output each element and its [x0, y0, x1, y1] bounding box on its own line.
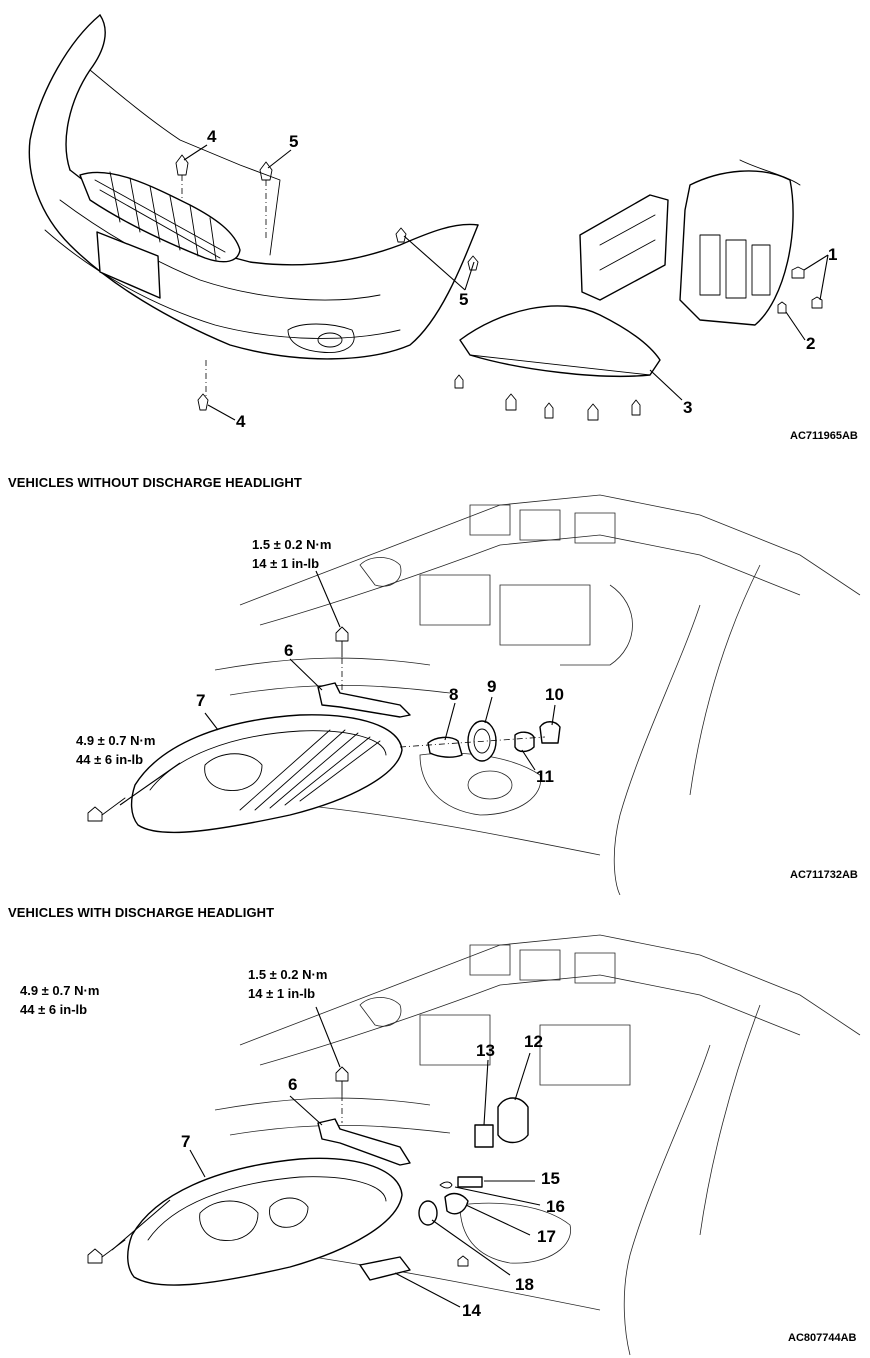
- callout-17: 17: [537, 1227, 556, 1246]
- callout-14: 14: [462, 1301, 481, 1320]
- torque-upper-imperial: 14 ± 1 in-lb: [248, 986, 316, 1001]
- callout-16: 16: [546, 1197, 565, 1216]
- torque-lower-imperial: 44 ± 6 in-lb: [20, 1002, 88, 1017]
- callout-1: 1: [828, 245, 838, 264]
- callout-15: 15: [541, 1169, 560, 1188]
- headlight-discharge-view: VEHICLES WITH DISCHARGE HEADLIGHT: [0, 895, 870, 1358]
- torque-upper-metric: 1.5 ± 0.2 N·m: [252, 537, 332, 552]
- headlight-discharge-illustration: [87, 934, 861, 1356]
- torque-upper-metric: 1.5 ± 0.2 N·m: [248, 967, 328, 982]
- callout-5-top: 5: [289, 132, 299, 151]
- callout-5-side: 5: [459, 290, 469, 309]
- callout-4-bottom: 4: [236, 412, 246, 431]
- torque-spec-lower: 4.9 ± 0.7 N·m 44 ± 6 in-lb: [76, 731, 155, 769]
- headlight-halogen-view: VEHICLES WITHOUT DISCHARGE HEADLIGHT: [0, 465, 870, 895]
- figure-code: AC711732AB: [790, 869, 858, 881]
- torque-spec-upper: 1.5 ± 0.2 N·m 14 ± 1 in-lb: [248, 965, 327, 1003]
- callout-10: 10: [545, 685, 564, 704]
- figure-code: AC711965AB: [790, 430, 858, 442]
- torque-spec-lower: 4.9 ± 0.7 N·m 44 ± 6 in-lb: [20, 981, 99, 1019]
- section-heading: VEHICLES WITH DISCHARGE HEADLIGHT: [8, 905, 275, 920]
- bumper-illustration: [28, 14, 829, 421]
- callout-18: 18: [515, 1275, 534, 1294]
- bumper-exploded-view: 4 5 5 4 1 2 3 AC711965AB: [0, 0, 870, 455]
- torque-spec-upper: 1.5 ± 0.2 N·m 14 ± 1 in-lb: [252, 535, 331, 573]
- callout-9: 9: [487, 677, 497, 696]
- callout-6: 6: [284, 641, 294, 660]
- callout-12: 12: [524, 1032, 543, 1051]
- section-heading: VEHICLES WITHOUT DISCHARGE HEADLIGHT: [8, 475, 302, 490]
- torque-upper-imperial: 14 ± 1 in-lb: [252, 556, 320, 571]
- callout-7: 7: [196, 691, 206, 710]
- callout-7: 7: [181, 1132, 191, 1151]
- figure-code: AC807744AB: [788, 1332, 857, 1344]
- callout-2: 2: [806, 334, 816, 353]
- torque-lower-metric: 4.9 ± 0.7 N·m: [76, 733, 156, 748]
- torque-lower-metric: 4.9 ± 0.7 N·m: [20, 983, 100, 998]
- callout-11: 11: [536, 767, 554, 786]
- callout-6: 6: [288, 1075, 298, 1094]
- headlight-halogen-illustration: [87, 494, 861, 895]
- callout-4-top: 4: [207, 127, 217, 146]
- callout-8: 8: [449, 685, 459, 704]
- callout-3: 3: [683, 398, 693, 417]
- callout-13: 13: [476, 1041, 495, 1060]
- torque-lower-imperial: 44 ± 6 in-lb: [76, 752, 144, 767]
